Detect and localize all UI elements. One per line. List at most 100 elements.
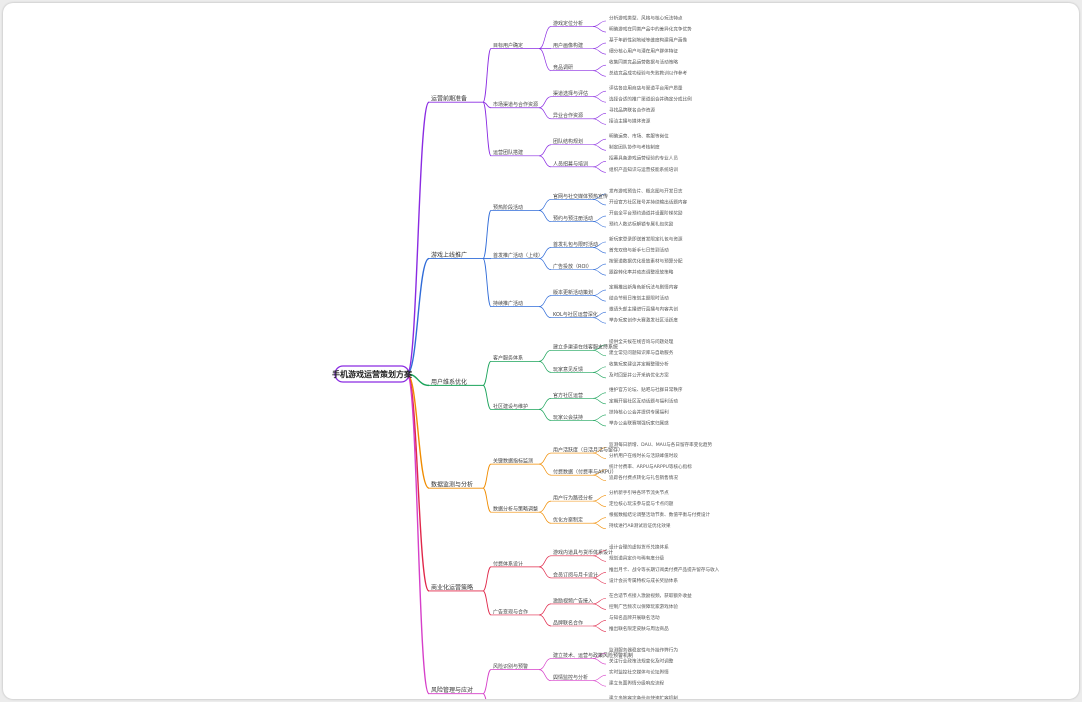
leaf-node[interactable]: 总结竞品成功经验与失败教训以作参考	[609, 70, 688, 77]
leaf-node[interactable]: 开设官方社区账号并持续输出话题内容	[609, 198, 688, 205]
topic-level3[interactable]: 舆情监控与分析	[553, 674, 588, 681]
leaf-node[interactable]: 分析新手引导各环节流失节点	[609, 489, 669, 496]
topic-level3[interactable]: 优化方案制定	[553, 517, 583, 524]
topic-level2[interactable]: 关键数据指标监测	[493, 458, 533, 465]
leaf-node[interactable]: 推出月卡、战令等长期订阅类付费产品提升留存与收入	[609, 566, 720, 573]
leaf-node[interactable]: 按渠道数据优化投放素材与预算分配	[609, 258, 683, 265]
topic-level2[interactable]: 社区建设与维护	[493, 403, 528, 410]
topic-level3[interactable]: 激励视频广告接入	[553, 597, 593, 604]
topic-level2[interactable]: 运营团队搭建	[493, 149, 523, 156]
topic-level3[interactable]: KOL与社区运营深化	[553, 311, 598, 318]
topic-level3[interactable]: 用户画像构建	[553, 42, 583, 49]
topic-level2[interactable]: 付费体系设计	[493, 560, 523, 567]
leaf-node[interactable]: 建立负面舆情分级响应流程	[609, 680, 665, 687]
topic-level1[interactable]: 风险管理与应对	[431, 686, 473, 694]
topic-level3[interactable]: 建立技术、运营与政策风险预警机制	[553, 652, 633, 659]
topic-level2[interactable]: 数据分析与策略调整	[493, 506, 538, 513]
topic-level1[interactable]: 运营前期准备	[431, 95, 467, 103]
leaf-node[interactable]: 评估各应用商店与渠道平台用户质量	[609, 85, 683, 92]
leaf-node[interactable]: 基于年龄性别地域等维度构建用户画像	[609, 37, 688, 44]
leaf-node[interactable]: 举办玩家创作大赛激发社区活跃度	[609, 317, 678, 324]
leaf-node[interactable]: 明确运营、市场、客服等岗位	[609, 133, 669, 140]
topic-level3[interactable]: 付费数据（付费率与ARPU）	[553, 469, 617, 476]
leaf-node[interactable]: 寻找品牌联名合作资源	[609, 107, 655, 114]
root-node[interactable]: 手机游戏运营策划方案	[332, 365, 413, 383]
leaf-node[interactable]: 开启全平台预约通道并设置阶梯奖励	[609, 209, 683, 216]
topic-level3[interactable]: 首发礼包与限时活动	[553, 241, 598, 248]
leaf-node[interactable]: 招募具备游戏运营经验的专业人员	[609, 155, 678, 162]
leaf-node[interactable]: 持续进行AB测试验证优化效果	[609, 522, 671, 529]
topic-level3[interactable]: 玩家意见反馈	[553, 366, 583, 373]
leaf-node[interactable]: 监测每日新增、DAU、MAU与各日留存率变化趋势	[609, 441, 713, 448]
leaf-node[interactable]: 预约人数达标解锁专属礼包奖励	[609, 220, 674, 227]
leaf-node[interactable]: 追踪各付费点转化与礼包销售情况	[609, 474, 678, 481]
leaf-node[interactable]: 关注行业政策法规变化及时调整	[609, 658, 674, 665]
leaf-node[interactable]: 定期推出新角色新玩法与剧情内容	[609, 283, 678, 290]
topic-level2[interactable]: 广告变现与合作	[493, 608, 528, 615]
topic-level3[interactable]: 玩家公会扶持	[553, 414, 583, 421]
leaf-node[interactable]: 规划道具定价与稀有度分级	[609, 555, 665, 562]
leaf-node[interactable]: 维护官方论坛、贴吧与社群日常秩序	[609, 386, 683, 393]
leaf-node[interactable]: 在合适节点接入激励视频，获取额外收益	[609, 592, 692, 599]
topic-level3[interactable]: 团队结构规划	[553, 138, 583, 145]
leaf-node[interactable]: 定位核心玩法参与度与卡点问题	[609, 500, 674, 507]
topic-level3[interactable]: 用户行为路径分析	[553, 495, 593, 502]
leaf-node[interactable]: 建立常见问题知识库与自助服务	[609, 349, 674, 356]
leaf-node[interactable]: 及时回复并公开采纳优化方案	[609, 371, 669, 378]
leaf-node[interactable]: 统计付费率、ARPU与ARPPU等核心指标	[609, 463, 692, 470]
leaf-node[interactable]: 新玩家登录即送首发限定礼包与资源	[609, 235, 683, 242]
topic-level2[interactable]: 预热阶段活动	[493, 204, 523, 211]
topic-level3[interactable]: 竞品调研	[553, 64, 573, 71]
topic-level3[interactable]: 游戏内道具与货币体系设计	[553, 549, 613, 556]
topic-level3[interactable]: 广告投放（ROI）	[553, 263, 592, 270]
topic-level3[interactable]: 游戏定位分析	[553, 20, 583, 27]
topic-level2[interactable]: 市场渠道与合作资源	[493, 101, 538, 108]
leaf-node[interactable]: 收集同类竞品运营数据与活动策略	[609, 59, 678, 66]
leaf-node[interactable]: 制定团队协作与考核制度	[609, 144, 660, 151]
leaf-node[interactable]: 扶持核心公会并提供专属福利	[609, 408, 669, 415]
leaf-node[interactable]: 邀请头部主播进行直播与内容共创	[609, 306, 678, 313]
topic-level1[interactable]: 用户维系优化	[431, 378, 467, 386]
leaf-node[interactable]: 跟踪转化率并动态调整投放策略	[609, 269, 674, 276]
leaf-node[interactable]: 提供全天候在线咨询与问题处理	[609, 338, 674, 345]
leaf-node[interactable]: 举办公会联赛增强玩家归属感	[609, 419, 669, 426]
topic-level3[interactable]: 官方社区运营	[553, 392, 583, 399]
leaf-node[interactable]: 分析用户在线时长与活跃峰值时段	[609, 452, 678, 459]
topic-level3[interactable]: 版本更新活动策划	[553, 289, 593, 296]
topic-level1[interactable]: 数据监测与分析	[431, 481, 473, 489]
leaf-node[interactable]: 选择合适的推广渠道组合并确定分成比例	[609, 96, 692, 103]
leaf-node[interactable]: 设计合理的虚拟货币兑换体系	[609, 544, 669, 551]
topic-level2[interactable]: 首发推广活动（上线）	[493, 252, 543, 259]
topic-level3[interactable]: 会员订阅与月卡设计	[553, 571, 598, 578]
leaf-node[interactable]: 细分核心用户与潜在用户群体特征	[609, 48, 678, 55]
topic-level2[interactable]: 风险识别与预警	[493, 663, 528, 670]
topic-level1[interactable]: 游戏上线推广	[431, 251, 467, 259]
topic-level2[interactable]: 持续推广活动	[493, 300, 523, 307]
topic-level3[interactable]: 用户活跃度（日活月活与留存）	[553, 446, 623, 453]
leaf-node[interactable]: 组织产品知识与运营技能系统培训	[609, 166, 678, 173]
leaf-node[interactable]: 结合节假日策划主题限时活动	[609, 295, 669, 302]
leaf-node[interactable]: 实时监控社交媒体与论坛舆情	[609, 669, 669, 676]
leaf-node[interactable]: 与知名品牌开展联名活动	[609, 614, 660, 621]
leaf-node[interactable]: 接洽主播与媒体资源	[609, 118, 651, 125]
topic-level2[interactable]: 目标用户确定	[493, 42, 523, 49]
topic-level3[interactable]: 官网与社交媒体预热宣传	[553, 193, 608, 200]
leaf-node[interactable]: 明确游戏在同类产品中的差异化竞争优势	[609, 25, 692, 32]
leaf-node[interactable]: 收集玩家建议并定期整理分析	[609, 360, 669, 367]
leaf-node[interactable]: 发布游戏预告片、概念图与开发日志	[609, 187, 683, 194]
leaf-node[interactable]: 定期开展社区互动话题与福利活动	[609, 397, 678, 404]
topic-level2[interactable]: 客户服务体系	[493, 355, 523, 362]
topic-level3[interactable]: 人员招募与培训	[553, 160, 588, 167]
leaf-node[interactable]: 分析游戏类型、风格与核心玩法特点	[609, 14, 683, 21]
leaf-node[interactable]: 监测服务器稳定性与外挂作弊行为	[609, 646, 678, 653]
leaf-node[interactable]: 设计会员专属特权与成长奖励体系	[609, 577, 678, 584]
leaf-node[interactable]: 控制广告频次以保障玩家游戏体验	[609, 603, 678, 610]
topic-level3[interactable]: 建立多渠道在线客服支持系统	[553, 344, 618, 351]
topic-level3[interactable]: 预约与预注册活动	[553, 215, 593, 222]
leaf-node[interactable]: 首充双倍与新手七日签到活动	[609, 246, 669, 253]
leaf-node[interactable]: 建立多地容灾备份与快速扩容机制	[609, 695, 678, 699]
topic-level3[interactable]: 渠道选择与评估	[553, 90, 588, 97]
leaf-node[interactable]: 根据数据结论调整活动节奏、数值平衡与付费设计	[609, 511, 710, 518]
topic-level3[interactable]: 品牌联名合作	[553, 619, 583, 626]
